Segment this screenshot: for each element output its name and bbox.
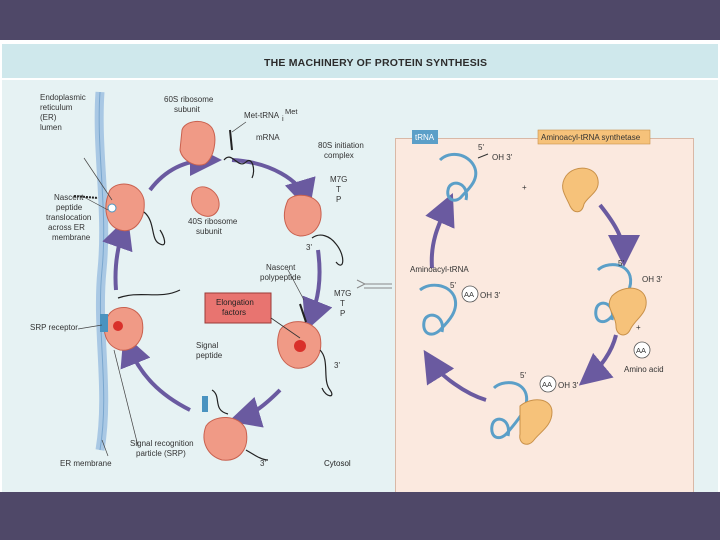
init-site-m7g: M7G: [330, 175, 347, 184]
nascent-translocation-label-2: peptide: [56, 203, 83, 212]
leader-lines: [77, 121, 305, 457]
trna-top: [438, 152, 489, 202]
ribosome-60s: [179, 121, 216, 166]
aa-amino-acid: AA: [636, 346, 646, 355]
srp-label-1: Signal recognition: [130, 439, 194, 448]
transfer-arrow: [364, 284, 392, 289]
elong-site-p: P: [340, 309, 345, 318]
trna-label-box: [412, 130, 438, 144]
nascent-translocation-label-3: translocation: [46, 213, 91, 222]
srp-receptor-label: SRP receptor: [30, 323, 78, 332]
met-trna-superscript: Met: [285, 107, 298, 116]
nascent-translocation-label-4: across ER: [48, 223, 85, 232]
met-trna-subscript: i: [282, 114, 284, 123]
trna-oh3: OH 3': [492, 153, 513, 162]
aa-circle-amino-acid: [633, 341, 651, 359]
ribosome-60s-label-2: subunit: [174, 105, 201, 114]
right-oh3: OH 3': [642, 275, 663, 284]
signal-peptide-label-2: peptide: [196, 351, 223, 360]
trna-label: tRNA: [415, 133, 435, 142]
er-lumen-label-1: Endoplasmic: [40, 93, 86, 102]
elong-site-t: T: [340, 299, 345, 308]
elongation-factors-box: [204, 292, 272, 324]
slide-top-bar: [0, 0, 720, 40]
bottom-five-prime: 5': [520, 371, 526, 380]
amino-acid-label: Amino acid: [624, 365, 664, 374]
aa-left: AA: [464, 290, 474, 299]
aa-circle-bottom: [539, 375, 557, 393]
init-site-t: T: [336, 185, 341, 194]
er-lumen-label-4: lumen: [40, 123, 62, 132]
ribosome-60s-label-1: 60S ribosome: [164, 95, 214, 104]
receptor-ribosome: [100, 289, 181, 351]
left-labels: Endoplasmic reticulum (ER) lumen 60S rib…: [30, 93, 364, 468]
right-cycle-arrows: [423, 193, 640, 402]
nascent-translocation-label-5: membrane: [52, 233, 91, 242]
trna-synthetase-right: [594, 263, 647, 336]
synthetase-label-box: [537, 129, 651, 145]
translocating-ribosome: [73, 183, 166, 246]
initiation-complex: [284, 194, 344, 266]
er-lumen-label-3: (ER): [40, 113, 57, 122]
cytosol-label: Cytosol: [324, 459, 351, 468]
elongating-ribosome: [277, 303, 333, 397]
title-bar: THE MACHINERY OF PROTEIN SYNTHESIS: [2, 44, 718, 78]
figure-title: THE MACHINERY OF PROTEIN SYNTHESIS: [264, 57, 488, 69]
aa-bottom: AA: [542, 380, 552, 389]
left-five-prime: 5': [450, 281, 456, 290]
nascent-polypeptide-label-1: Nascent: [266, 263, 296, 272]
right-labels: tRNA Aminoacyl-tRNA synthetase 5' OH 3' …: [410, 133, 664, 390]
synthetase-top: [562, 167, 599, 213]
plus-right: +: [636, 323, 641, 332]
init-site-p: P: [336, 195, 341, 204]
nascent-polypeptide-label-2: polypeptide: [260, 273, 301, 282]
trna-synthetase-bottom: [490, 381, 553, 445]
er-membrane-shape: [94, 91, 109, 451]
er-membrane-label: ER membrane: [60, 459, 112, 468]
signal-peptide-label-1: Signal: [196, 341, 218, 350]
elongation-leader: [270, 317, 301, 339]
initiation-complex-label-1: 80S initiation: [318, 141, 364, 150]
aminoacyl-trna-left: [419, 283, 457, 336]
bottom-oh3: OH 3': [558, 381, 579, 390]
mrna-label: mRNA: [256, 133, 280, 142]
met-trna-label: Met-tRNA: [244, 111, 280, 120]
slide-bottom-bar: [0, 492, 720, 540]
elong-three-prime: 3': [334, 361, 340, 370]
init-three-prime: 3': [306, 243, 312, 252]
right-five-prime: 5': [618, 259, 624, 268]
elongation-factors-label-2: factors: [222, 308, 246, 317]
ribosome-40s-label-2: subunit: [196, 227, 223, 236]
srp-bound-ribosome: [202, 389, 269, 461]
plus-top: +: [522, 183, 527, 192]
aa-circle-left: [461, 285, 479, 303]
elongation-factors-label-1: Elongation: [216, 298, 254, 307]
met-trna-shape: [229, 129, 233, 151]
aminoacyl-trna-label: Aminoacyl-tRNA: [410, 265, 469, 274]
elong-site-m7g: M7G: [334, 289, 351, 298]
ribosome-40s: [191, 186, 220, 217]
mrna-strand: [223, 156, 255, 179]
er-lumen-label-2: reticulum: [40, 103, 73, 112]
nascent-translocation-label-1: Nascent: [54, 193, 84, 202]
initiation-complex-label-2: complex: [324, 151, 354, 160]
srp-label-2: particle (SRP): [136, 449, 186, 458]
left-oh3: OH 3': [480, 291, 501, 300]
srp-three-prime: 3': [260, 459, 266, 468]
synthetase-label: Aminoacyl-tRNA synthetase: [541, 133, 641, 142]
ribosome-40s-label-1: 40S ribosome: [188, 217, 238, 226]
trna-five-prime: 5': [478, 143, 484, 152]
